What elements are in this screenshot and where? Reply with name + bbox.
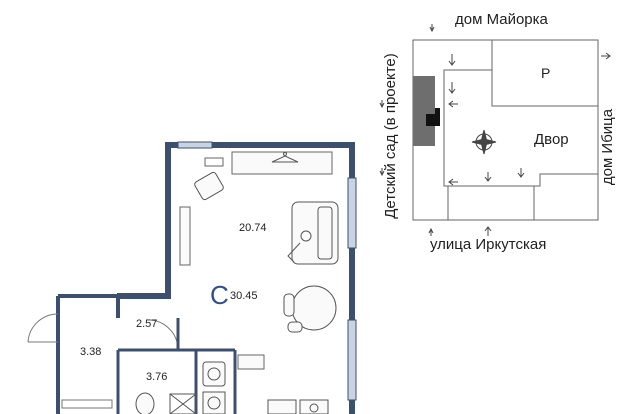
washing-machine-icon [202, 391, 226, 414]
balcony-door-arc [27, 313, 59, 343]
shower-icon [169, 393, 197, 414]
balcony [56, 294, 120, 414]
sink-icon [202, 361, 226, 387]
stove-icon [267, 399, 329, 414]
building-letter: Р [541, 65, 551, 81]
apartment-type-letter: С [210, 280, 229, 310]
windows [347, 177, 357, 401]
kitchen-counter [231, 151, 333, 175]
wall-niche [204, 157, 224, 167]
room-size-living: 20.74 [239, 222, 267, 234]
building-outline [412, 39, 599, 221]
toilet-icon [135, 392, 155, 414]
armchair-icon [194, 171, 224, 201]
hanger-icon [271, 152, 299, 163]
site-boundary [412, 39, 599, 221]
current-building-marker [426, 108, 440, 126]
window-upper [347, 177, 357, 249]
left-building-label: Детский сад (в проекте) [382, 53, 399, 219]
room-size-balcony: 3.38 [80, 346, 102, 358]
top-street-label: дом Майорка [455, 11, 548, 28]
hall-cabinet [237, 354, 265, 370]
kindergarten-site [413, 76, 435, 146]
room-size-hall: 2.57 [136, 318, 158, 330]
cabinet [179, 206, 191, 266]
courtyard-label: Двор [534, 131, 569, 148]
window-top [177, 141, 213, 149]
table-icon [283, 285, 337, 333]
window-lower [347, 319, 357, 401]
sofa-icon [287, 201, 339, 265]
compass-icon [471, 129, 497, 155]
side-arrows [379, 24, 435, 236]
right-building-label: дом Ибица [599, 108, 616, 186]
building-p [491, 39, 599, 107]
partitions [116, 318, 237, 414]
entry-arrows [448, 52, 611, 236]
bottom-street-label: улица Иркутская [430, 236, 547, 253]
room-size-bath: 3.76 [146, 371, 168, 383]
balcony-rail [61, 399, 113, 409]
total-area: 30.45 [230, 290, 258, 302]
